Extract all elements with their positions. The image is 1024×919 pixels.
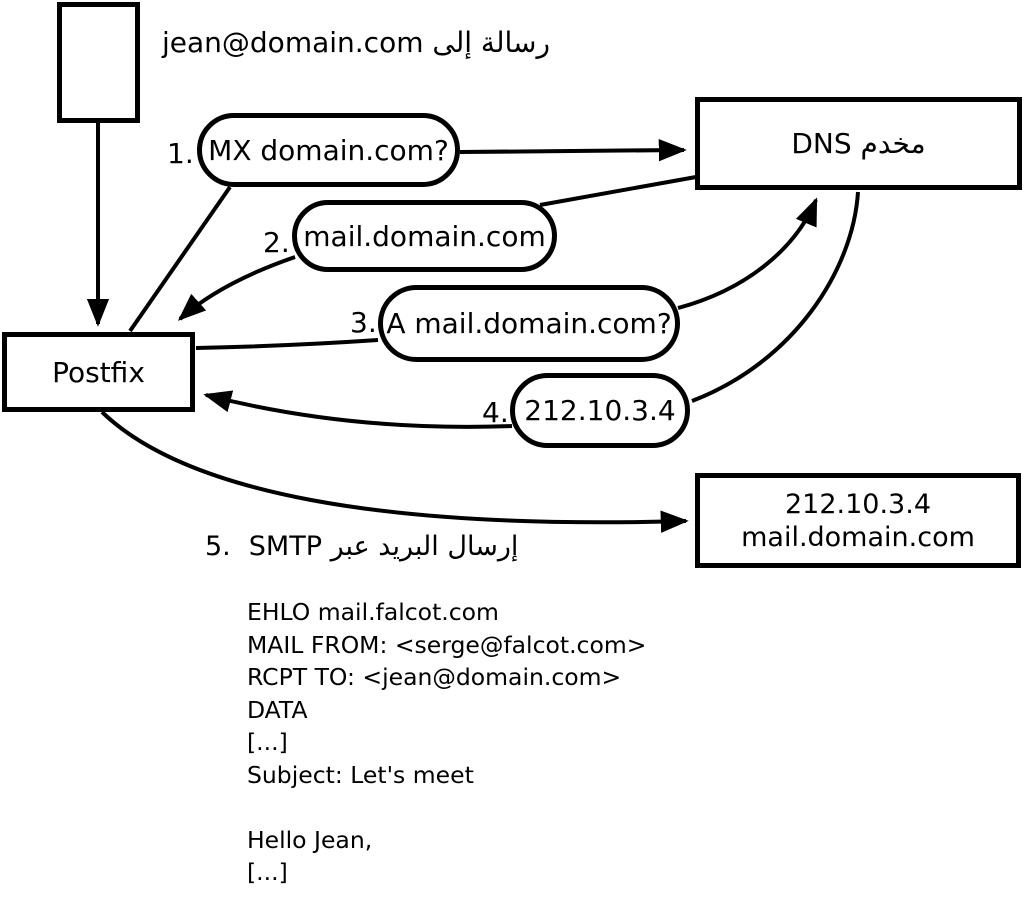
arrow-step1-to-dns xyxy=(459,139,687,162)
step-3-label: A mail.domain.com? xyxy=(386,307,672,340)
step-4-label: 212.10.3.4 xyxy=(524,394,676,427)
line-dns-to-step4 xyxy=(691,191,860,403)
step-2-number: 2. xyxy=(263,226,290,259)
postfix-label: Postfix xyxy=(52,355,145,389)
incoming-message-box xyxy=(57,2,140,123)
mail-server-box: 212.10.3.4 mail.domain.com xyxy=(695,473,1021,568)
step-5-number: 5. xyxy=(205,531,231,562)
line-dns-to-step2 xyxy=(539,175,697,207)
line-postfix-to-step1 xyxy=(128,185,232,333)
arrow-step3-to-dns xyxy=(677,197,818,310)
line-postfix-to-step3 xyxy=(195,338,379,350)
step-5-label-row: 5. إرسال البريد عبر SMTP xyxy=(205,531,518,562)
step-1-pill: MX domain.com? xyxy=(197,113,460,187)
dns-server-box: مخدم DNS xyxy=(695,97,1022,190)
arrow-step2-to-postfix xyxy=(177,255,296,321)
step-4-number: 4. xyxy=(482,396,509,429)
mail-server-hostname: mail.domain.com xyxy=(741,521,975,553)
step-2-pill: mail.domain.com xyxy=(292,200,557,272)
step-3-number: 3. xyxy=(350,306,377,339)
step-1-label: MX domain.com? xyxy=(208,133,449,167)
smtp-session-text: EHLO mail.falcot.com MAIL FROM: <serge@f… xyxy=(247,598,647,886)
postfix-box: Postfix xyxy=(2,332,195,412)
step-5-label: إرسال البريد عبر SMTP xyxy=(248,531,519,562)
arrow-postfix-to-mailserver xyxy=(100,410,689,533)
arrow-step4-to-postfix xyxy=(203,390,513,429)
step-3-pill: A mail.domain.com? xyxy=(378,285,680,362)
step-2-label: mail.domain.com xyxy=(303,219,546,253)
step-1-number: 1. xyxy=(167,137,194,170)
incoming-message-label: رسالة إلى jean@domain.com xyxy=(162,26,550,59)
mail-server-ip: 212.10.3.4 xyxy=(785,488,931,520)
dns-server-label: مخدم DNS xyxy=(791,127,926,160)
step-4-pill: 212.10.3.4 xyxy=(510,373,690,448)
